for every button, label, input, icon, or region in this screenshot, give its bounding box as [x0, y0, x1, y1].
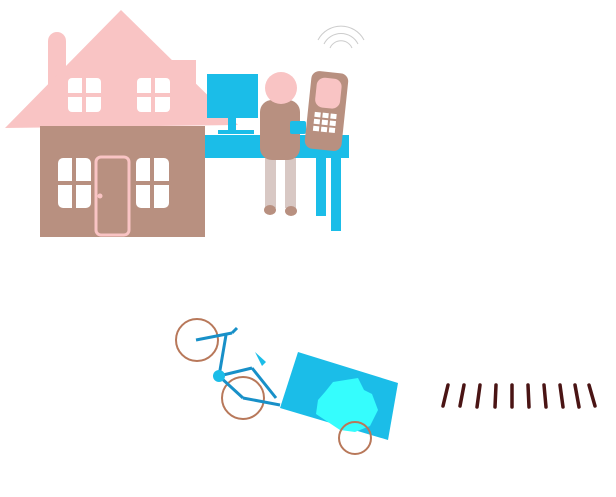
monitor: [207, 74, 258, 118]
person-foot: [285, 206, 297, 216]
house-illustration: [5, 10, 238, 237]
desk-leg: [316, 158, 326, 216]
cargo-bike-illustration: [175, 318, 398, 455]
person-leg: [265, 158, 276, 208]
person-torso: [260, 100, 300, 160]
bike-wheel: [175, 318, 219, 362]
cup: [290, 121, 306, 134]
hatch-marks: [441, 383, 597, 409]
person-leg: [285, 158, 296, 208]
lower-window-right: [136, 158, 169, 208]
lower-window-left: [58, 158, 91, 208]
workdesk-illustration: [205, 25, 365, 231]
person-head: [265, 72, 297, 104]
bike-wheel: [338, 421, 372, 455]
monitor-stand: [228, 118, 236, 130]
bike-frame: [195, 326, 281, 407]
cargo-map-shape: [316, 378, 378, 432]
keyboard: [218, 130, 254, 134]
bike-hub: [213, 370, 225, 382]
desk-leg: [331, 158, 341, 231]
mobile-phone: [304, 71, 349, 151]
wifi-signal-icon: [317, 25, 365, 49]
door-knob: [97, 193, 103, 199]
roof: [5, 10, 238, 128]
bike-seat: [255, 352, 266, 366]
person-foot: [264, 205, 276, 215]
bike-wheel: [221, 376, 265, 420]
upper-window-right: [137, 78, 170, 112]
door: [94, 155, 131, 237]
upper-window-left: [68, 78, 101, 112]
